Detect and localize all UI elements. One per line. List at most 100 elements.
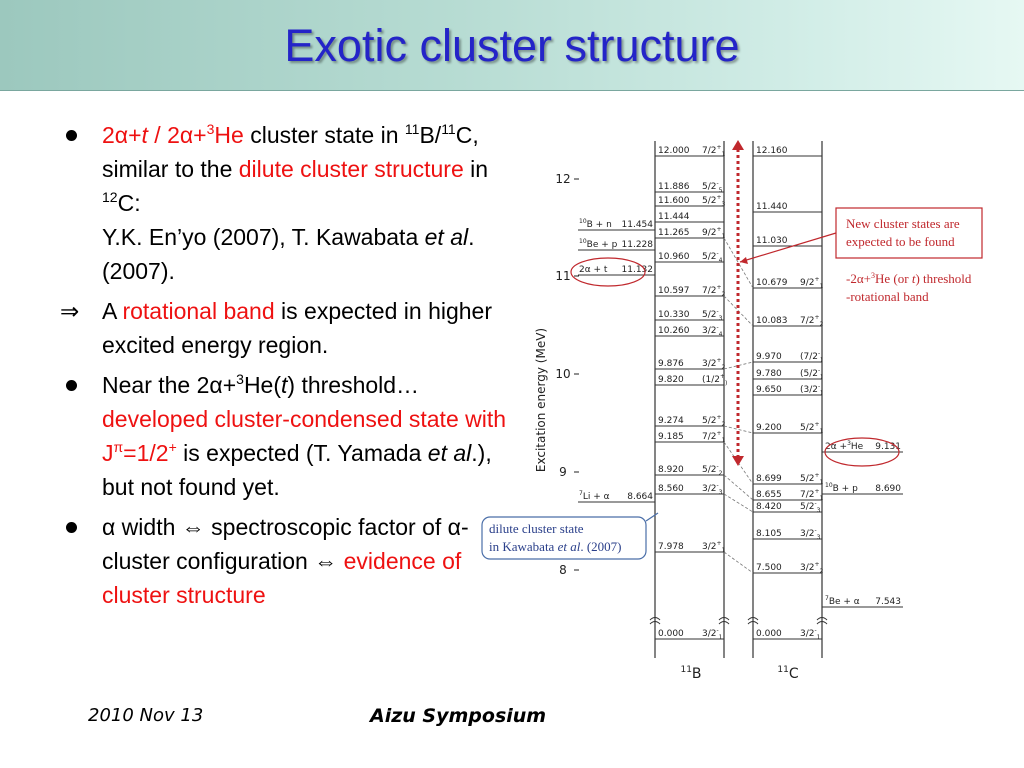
- level-energy: 8.699: [756, 474, 782, 484]
- y-tick-label: 8: [559, 563, 567, 577]
- level-spin: 3/2-1: [800, 627, 821, 641]
- level-energy: 10.083: [756, 316, 788, 326]
- text: dilute cluster structure: [238, 156, 464, 182]
- text: A: [102, 298, 123, 324]
- threshold-2a-t-highlight: [570, 257, 646, 287]
- text: t: [281, 372, 288, 398]
- y-tick-label: 11: [555, 269, 570, 283]
- level-spin: 5/2-3: [800, 500, 821, 514]
- level-spin: 5/2+3: [702, 194, 726, 208]
- threshold-energy: 11.132: [622, 265, 654, 275]
- level-spin: 3/2-4: [702, 324, 723, 338]
- level-spin: 3/2-1: [702, 627, 723, 641]
- y-tick-label: 9: [559, 465, 567, 479]
- text: developed cluster-condensed state with J: [102, 406, 507, 466]
- dilute-line-1: dilute cluster state: [489, 521, 584, 536]
- level-energy: 9.650: [756, 385, 782, 395]
- bullet-3: Near the 2α+3He(t) threshold… developed …: [60, 368, 510, 504]
- text: B/: [419, 122, 442, 148]
- text: 12: [102, 189, 118, 205]
- text: is expected in higher excited energy reg…: [102, 298, 493, 358]
- footer-event: Aizu Symposium: [370, 705, 547, 727]
- threshold-label: 2α + t: [579, 265, 608, 275]
- text: 11: [404, 121, 420, 137]
- nucleus-label-b: 11B: [680, 665, 701, 682]
- band-note-1: -2α+3He (or t) threshold: [846, 271, 972, 286]
- text: π: [113, 439, 124, 455]
- level-energy: 10.330: [658, 310, 690, 320]
- level-energy: 9.820: [658, 375, 684, 385]
- level-spin: 5/2-4: [702, 250, 723, 264]
- threshold-label: 7Be + α: [825, 595, 860, 607]
- text: 2α+: [102, 122, 142, 148]
- level-spin: 3/2+2: [702, 357, 726, 371]
- correspondence-line: [723, 474, 754, 501]
- level-spin: (3/2-): [800, 383, 823, 397]
- level-energy: 10.679: [756, 278, 788, 288]
- threshold-label: 10B + n: [579, 218, 612, 230]
- level-energy: 8.560: [658, 484, 684, 494]
- level-energy: 7.978: [658, 542, 684, 552]
- text: et al: [427, 440, 472, 466]
- implies-arrow-icon: ⇒: [60, 298, 80, 324]
- text: in: [463, 156, 489, 182]
- text: α width ⇔ spectroscopic factor of α-clus…: [102, 514, 469, 574]
- level-diagram: Excitation energy (MeV) 12 11 10 9 8 11B…: [481, 140, 983, 682]
- level-spin: 7/2+1: [702, 144, 726, 158]
- level-spin: 5/2+1: [800, 421, 824, 435]
- text: cluster state in: [243, 122, 405, 148]
- callout-line-2: expected to be found: [846, 234, 955, 249]
- level-energy: 9.274: [658, 416, 684, 426]
- level-spin: 5/2+2: [702, 414, 726, 428]
- level-energy: 8.105: [756, 529, 782, 539]
- text: Near the 2α+: [102, 372, 237, 398]
- threshold-label: 10B + p: [825, 482, 858, 494]
- threshold-energy: 8.664: [627, 492, 653, 502]
- threshold-label: 7Li + α: [579, 490, 610, 502]
- threshold-label: 10Be + p: [579, 238, 618, 250]
- text: Y.K. En’yo (2007), T. Kawabata: [102, 224, 425, 250]
- threshold-label: 2α +3He: [825, 440, 864, 452]
- slide-title: Exotic cluster structure: [284, 20, 740, 71]
- text: et al: [424, 224, 469, 250]
- text: is expected (T. Yamada: [176, 440, 428, 466]
- level-spin: 7/2+1: [702, 430, 726, 444]
- dilute-state-callout: [481, 516, 647, 560]
- text: / 2α+: [147, 122, 207, 148]
- level-spin: 7/2+2: [800, 314, 824, 328]
- level-spin: 5/2-2: [702, 463, 723, 477]
- nucleus-label-c: 11C: [777, 665, 798, 682]
- level-energy: 9.876: [658, 359, 684, 369]
- level-spin: 3/2-3: [800, 527, 821, 541]
- footer-date: 2010 Nov 13: [88, 705, 204, 726]
- bullet-1: 2α+t / 2α+3He cluster state in 11B/11C, …: [60, 118, 510, 288]
- text: 3: [206, 121, 215, 137]
- level-spin: 3/2+2: [800, 561, 824, 575]
- correspondence-line: [723, 493, 754, 513]
- level-spin: 9/2+1: [800, 276, 824, 290]
- level-spin: 5/2-3: [702, 308, 723, 322]
- text: He: [214, 122, 244, 148]
- level-spin: 5/2-5: [702, 180, 723, 194]
- level-energy: 9.970: [756, 352, 782, 362]
- text: ) threshold…: [287, 372, 420, 398]
- y-tick-label: 10: [555, 367, 570, 381]
- level-energy: 9.185: [658, 432, 684, 442]
- level-energy: 11.886: [658, 182, 690, 192]
- text: .), but not found yet.: [102, 440, 492, 500]
- text: 3: [236, 371, 244, 387]
- level-energy: 12.160: [756, 146, 788, 156]
- threshold-energy: 8.690: [875, 484, 901, 494]
- level-energy: 7.500: [756, 563, 782, 573]
- level-energy: 8.920: [658, 465, 684, 475]
- y-axis-label: Excitation energy (MeV): [534, 328, 548, 472]
- text: rotational band: [122, 298, 275, 324]
- dilute-line-2: in Kawabata et al. (2007): [489, 539, 622, 554]
- text: =1/2: [123, 440, 169, 466]
- level-spin: 3/2+1: [702, 540, 726, 554]
- arrow-head-icon: [732, 140, 744, 150]
- level-energy: 10.960: [658, 252, 690, 262]
- arrow-tail-icon: [732, 456, 744, 466]
- level-energy: 11.600: [658, 196, 690, 206]
- title-bar: [0, 0, 1024, 91]
